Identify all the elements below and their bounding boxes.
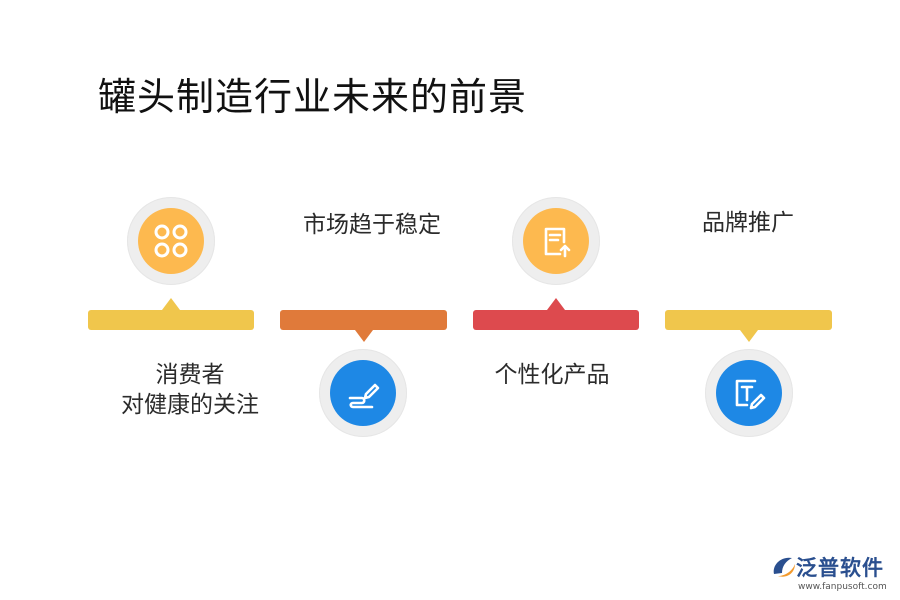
step-3-label: 个性化产品 [494,362,610,388]
step-2-label: 市场趋于稳定 [303,212,441,238]
document-upload-icon [544,227,571,258]
logo-name: 泛普软件 [796,556,884,580]
step-3-icon-disc [523,208,589,274]
step-4-label: 品牌推广 [702,210,794,236]
step-4-pointer [739,330,758,342]
step-4-bar [665,310,832,342]
step-1-icon-ring [127,197,215,285]
pen-scribble-icon [348,383,380,409]
step-1-pointer [162,298,180,310]
step-3-icon-ring [512,197,600,285]
step-1-label: 消费者 对健康的关注 [110,360,270,420]
brand-logo: 泛普软件 www.fanpusoft.com [770,552,895,598]
step-2-icon-disc [330,360,396,426]
step-2-bar [280,310,447,342]
step-1-label-line-1: 消费者 [155,362,225,388]
logo-url: www.fanpusoft.com [798,582,887,592]
grid-dots-icon [154,224,188,258]
step-2-pointer [354,330,373,342]
step-4-icon-disc [716,360,782,426]
page-title: 罐头制造行业未来的前景 [98,75,528,119]
step-1-icon-disc [138,208,204,274]
step-4-icon-ring [705,349,793,437]
step-2-icon-ring [319,349,407,437]
text-edit-icon [735,379,766,410]
step-1-bar [88,298,254,330]
step-3-pointer [547,298,565,310]
logo-icon [773,557,795,577]
step-1-label-line-2: 对健康的关注 [121,392,259,418]
step-3-bar [473,298,639,330]
